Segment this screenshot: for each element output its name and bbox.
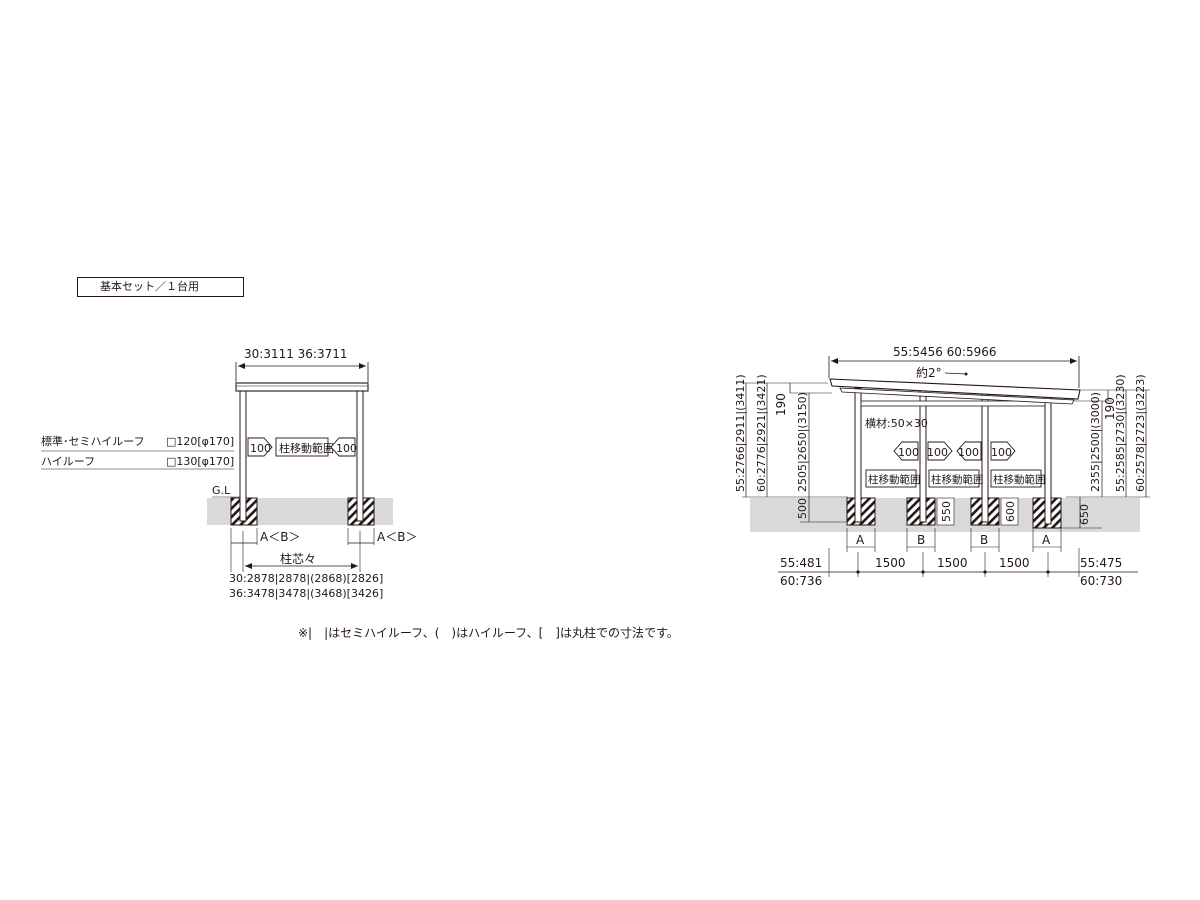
- footing-label-4: A: [1042, 533, 1051, 547]
- post-size-high: □130[φ170]: [166, 455, 234, 468]
- front-arrow-4: [990, 441, 1016, 461]
- post-size-standard: □120[φ170]: [166, 435, 234, 448]
- side-view: 30:3111 36:3711 標準･セミハイルーフ ハイルーフ □120[φ1…: [41, 347, 417, 600]
- right-clear: 2355|2500|(3000): [1089, 392, 1102, 492]
- side-ab-label-right: A＜B＞: [377, 530, 417, 544]
- spacing-1: 1500: [875, 556, 906, 570]
- footnote: ※| |はセミハイルーフ、( )はハイルーフ、[ ]は丸柱での寸法です。: [298, 626, 679, 640]
- front-arrow-4-value: 100: [991, 446, 1012, 459]
- footing-label-1: A: [856, 533, 865, 547]
- right-height-60: 60:2578|2723|(3223): [1134, 374, 1147, 492]
- center-dims-36: 36:3478|3478|(3468)[3426]: [229, 587, 383, 600]
- left-overhang-55: 55:481: [780, 556, 822, 570]
- right-height-55: 55:2585|2730|(3230): [1114, 374, 1127, 492]
- center-dims-30: 30:2878|2878|(2868)[2826]: [229, 572, 383, 585]
- right-overhang-60: 60:730: [1080, 574, 1122, 588]
- spacing-2: 1500: [937, 556, 968, 570]
- footing-label-2: B: [917, 533, 925, 547]
- gl-label: G.L: [212, 484, 231, 497]
- front-move-range-1: 柱移動範囲: [868, 473, 921, 486]
- left-height-55: 55:2766|2911|(3411): [734, 374, 747, 492]
- left-overhang-60: 60:736: [780, 574, 822, 588]
- left-clear: 2505|2650|(3150): [796, 392, 809, 492]
- left-190: 190: [774, 393, 788, 416]
- beam-label: 横材:50×30: [865, 416, 928, 430]
- roof-angle: 約2°: [916, 365, 942, 380]
- front-arrow-2: [927, 441, 953, 461]
- front-move-range-3: 柱移動範囲: [993, 473, 1046, 486]
- left-height-60: 60:2776|2921|(3421): [755, 374, 768, 492]
- front-post-3: [981, 391, 989, 523]
- spacing-3: 1500: [999, 556, 1030, 570]
- depth-550: 550: [940, 501, 953, 522]
- left-500: 500: [796, 498, 809, 519]
- front-arrow-2-value: 100: [927, 446, 948, 459]
- side-post-right: [356, 389, 364, 522]
- front-view: 55:5456 60:5966 約2° 横材:50×30 100 100 100…: [734, 345, 1150, 588]
- front-arrow-1: [893, 441, 919, 461]
- depth-600: 600: [1004, 501, 1017, 522]
- side-arrow-left-value: 100: [336, 442, 357, 455]
- side-post-left: [239, 389, 247, 522]
- front-length-dim: 55:5456 60:5966: [893, 345, 997, 359]
- side-width-dim: 30:3111 36:3711: [244, 347, 348, 361]
- front-post-1: [854, 387, 862, 523]
- side-arrow-right-value: 100: [250, 442, 271, 455]
- side-arrow-right: [247, 437, 273, 457]
- label-high-roof: ハイルーフ: [41, 455, 95, 468]
- front-cross-beam: [860, 400, 1046, 407]
- side-ab-label-left: A＜B＞: [260, 530, 300, 544]
- front-roof: [829, 378, 1081, 400]
- footing-label-3: B: [980, 533, 988, 547]
- diagram-title: 基本セット／１台用: [77, 277, 244, 297]
- right-overhang-55: 55:475: [1080, 556, 1122, 570]
- side-arrow-left: [330, 437, 356, 457]
- front-post-2: [919, 389, 927, 523]
- front-arrow-3: [956, 441, 982, 461]
- side-roof: [235, 382, 369, 392]
- post-center-label: 柱芯々: [280, 551, 316, 566]
- front-arrow-1-value: 100: [898, 446, 919, 459]
- right-190: 190: [1103, 397, 1117, 420]
- footing-label-group: A B B A: [846, 528, 1062, 552]
- front-arrow-3-value: 100: [958, 446, 979, 459]
- side-move-range: 柱移動範囲: [279, 441, 334, 455]
- front-move-range-2: 柱移動範囲: [931, 473, 984, 486]
- front-post-4: [1044, 393, 1052, 525]
- right-650: 650: [1078, 504, 1091, 525]
- label-standard-roof: 標準･セミハイルーフ: [41, 434, 145, 448]
